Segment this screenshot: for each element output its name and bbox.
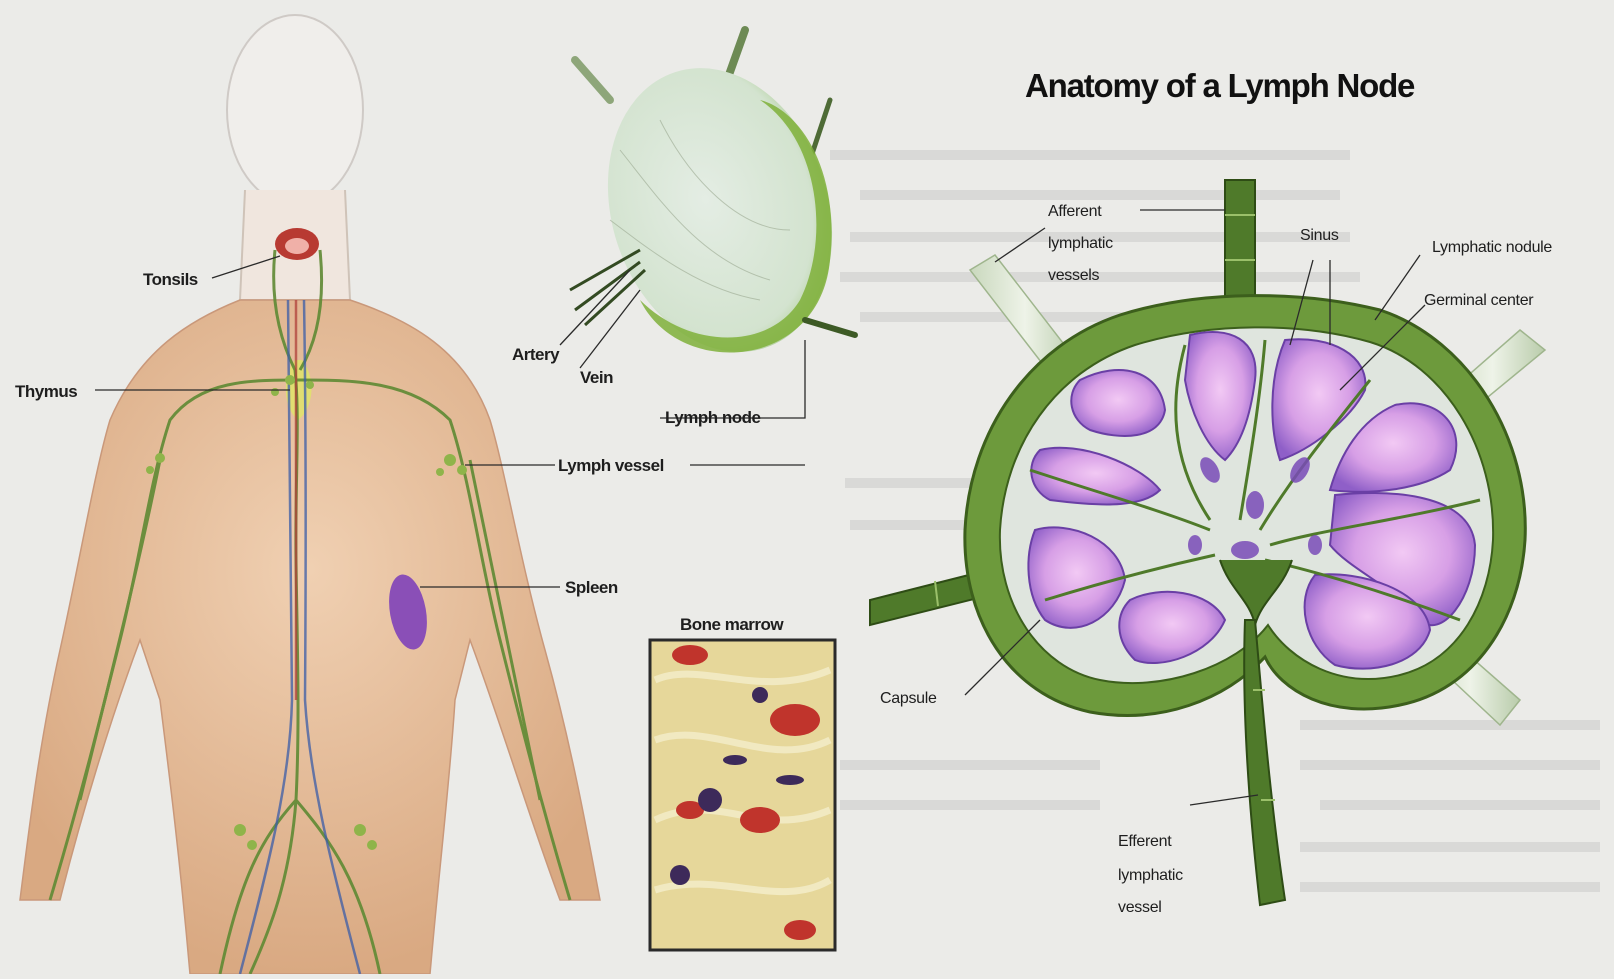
label-thymus: Thymus [15, 382, 77, 401]
label-efferent-3: vessel [1118, 899, 1162, 916]
label-vein: Vein [580, 368, 613, 387]
label-afferent-1: Afferent [1048, 203, 1102, 220]
title: Anatomy of a Lymph Node [1025, 67, 1415, 104]
label-capsule: Capsule [880, 690, 937, 707]
label-tonsils: Tonsils [143, 270, 198, 289]
human-body-illustration [20, 15, 600, 974]
bone-marrow-inset [650, 640, 835, 950]
label-spleen: Spleen [565, 578, 618, 597]
label-bone-marrow: Bone marrow [680, 615, 784, 634]
lymph-node-cross-section [870, 180, 1545, 905]
torso [20, 300, 600, 974]
label-efferent-2: lymphatic [1118, 867, 1183, 884]
label-lymph-vessel: Lymph vessel [558, 456, 664, 475]
label-afferent-3: vessels [1048, 267, 1100, 284]
small-lymph-node-illustration [570, 30, 868, 381]
label-sinus: Sinus [1300, 227, 1339, 244]
label-lymphatic-nodule: Lymphatic nodule [1432, 239, 1552, 256]
bone-marrow-image [650, 640, 835, 950]
label-afferent-2: lymphatic [1048, 235, 1113, 252]
label-lymph-node: Lymph node [665, 408, 760, 427]
head-outline [227, 15, 363, 205]
label-germinal-center: Germinal center [1424, 292, 1534, 309]
label-artery: Artery [512, 345, 560, 364]
label-efferent-1: Efferent [1118, 833, 1172, 850]
